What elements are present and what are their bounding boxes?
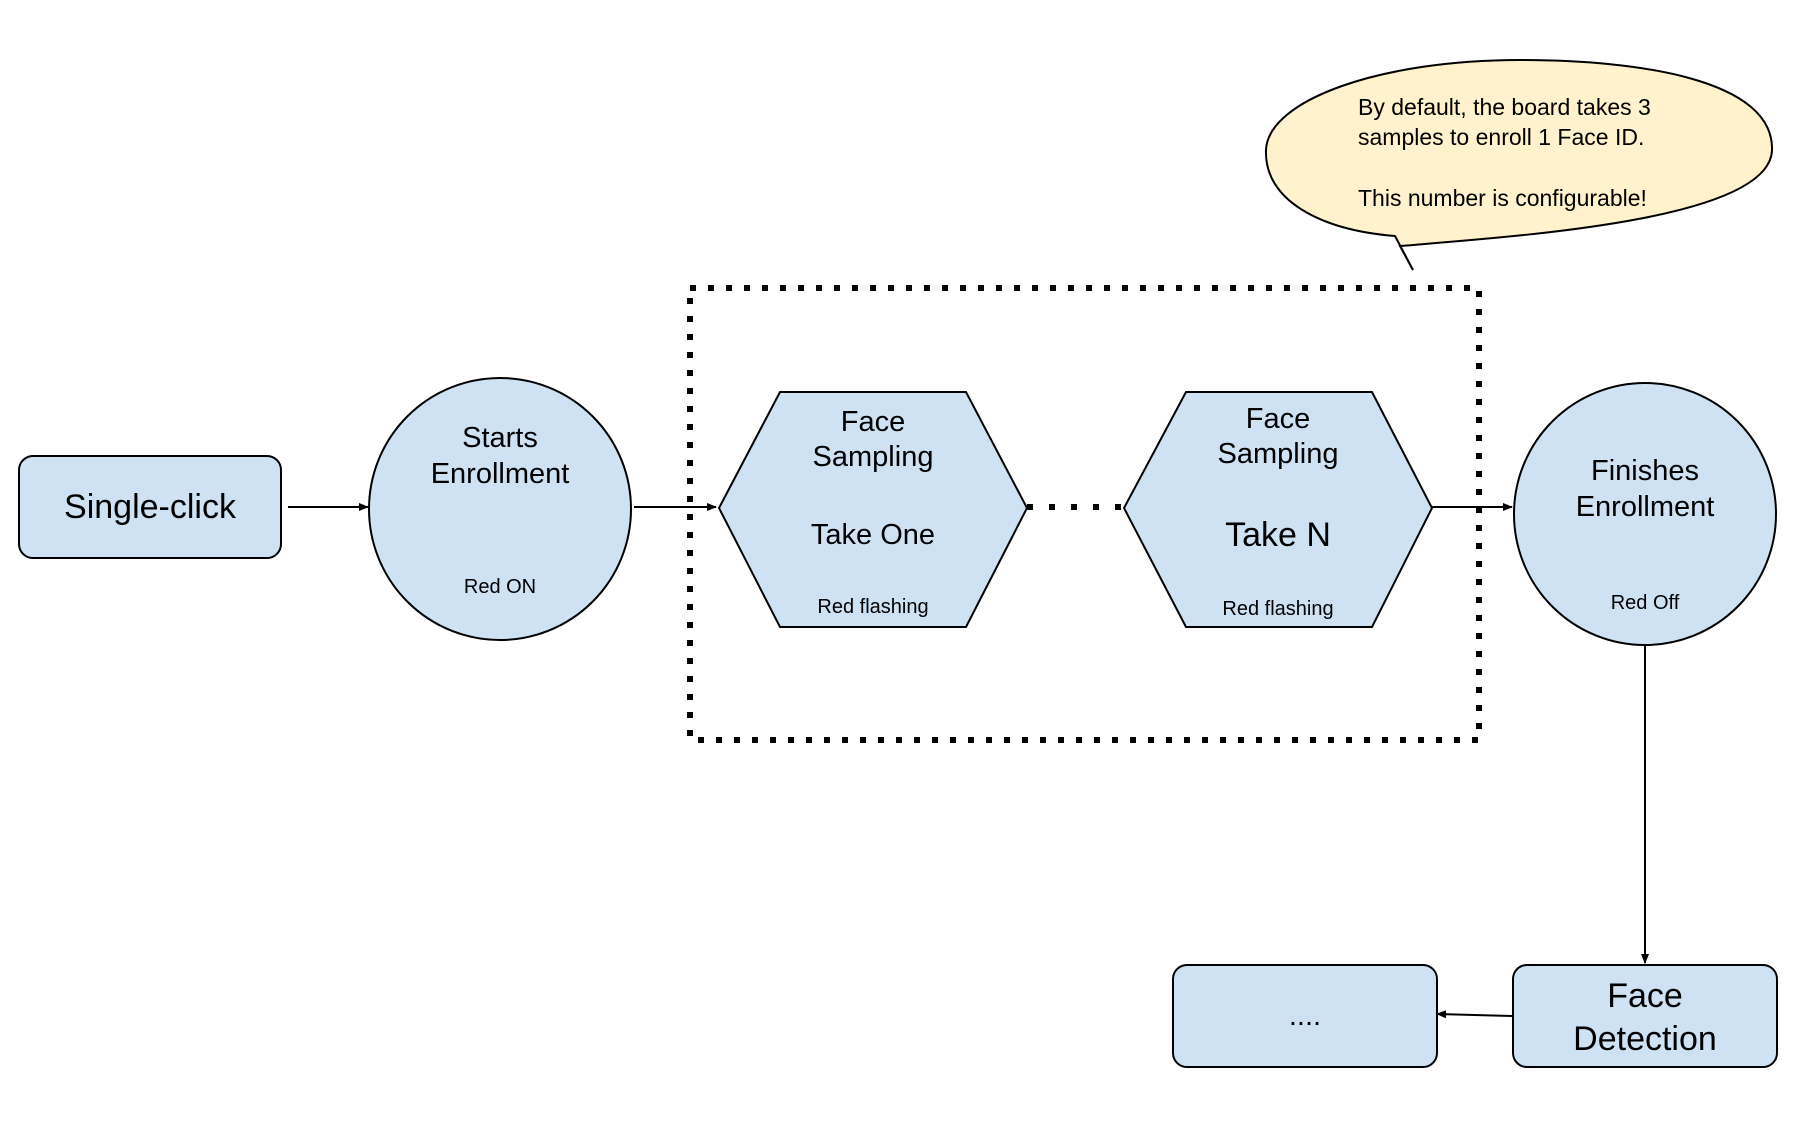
finishes-enrollment-line-2: Enrollment: [1576, 491, 1715, 523]
sampling-n-line-1: Face: [1246, 403, 1310, 435]
sampling-loop-group: [687, 285, 1482, 743]
callout-line-2: samples to enroll 1 Face ID.: [1358, 124, 1644, 150]
finishes-enrollment-status: Red Off: [1611, 592, 1680, 614]
callout-line-4: This number is configurable!: [1358, 185, 1647, 211]
node-face-detection: Face Detection: [1512, 964, 1778, 1068]
node-face-sampling-take-one: Face Sampling Take One Red flashing: [717, 391, 1029, 628]
sampling-n-take: Take N: [1225, 516, 1331, 554]
sampling-one-status: Red flashing: [817, 596, 928, 618]
node-single-click: Single-click: [18, 455, 282, 559]
finishes-enrollment-line-1: Finishes: [1591, 455, 1699, 487]
sampling-n-line-2: Sampling: [1218, 438, 1339, 470]
arrow-face-detection-to-next: [1436, 1010, 1513, 1019]
node-next-step: ....: [1172, 964, 1438, 1068]
sampling-one-line-1: Face: [841, 406, 905, 438]
next-step-label: ....: [1289, 1000, 1321, 1032]
node-face-sampling-take-n: Face Sampling Take N Red flashing: [1122, 391, 1434, 628]
sampling-n-status: Red flashing: [1222, 598, 1333, 620]
face-detection-line-2: Detection: [1573, 1020, 1717, 1058]
starts-enrollment-status: Red ON: [464, 576, 536, 598]
node-starts-enrollment: Starts Enrollment Red ON: [368, 377, 632, 641]
single-click-label: Single-click: [64, 488, 237, 526]
callout-bubble: By default, the board takes 3 samples to…: [1264, 58, 1774, 271]
starts-enrollment-line-1: Starts: [462, 422, 538, 454]
face-detection-line-1: Face: [1607, 977, 1683, 1015]
callout-line-1: By default, the board takes 3: [1358, 94, 1651, 120]
sampling-one-take: Take One: [811, 519, 935, 551]
node-finishes-enrollment: Finishes Enrollment Red Off: [1513, 382, 1777, 646]
starts-enrollment-line-2: Enrollment: [431, 458, 570, 490]
sampling-one-line-2: Sampling: [813, 441, 934, 473]
